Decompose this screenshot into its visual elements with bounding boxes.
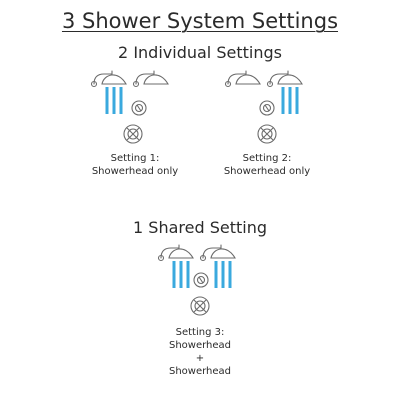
setting-1-caption: Setting 1: Showerhead only xyxy=(85,152,185,178)
left-showerhead-icon xyxy=(157,244,194,262)
page-title: 3 Shower System Settings xyxy=(61,9,339,33)
valve-handle-icon xyxy=(190,296,210,316)
left-showerhead-icon xyxy=(90,70,127,88)
setting-3-line-2: Showerhead xyxy=(168,366,232,377)
left-water-spray-icon xyxy=(172,261,190,288)
shared-setting-heading: 1 Shared Setting xyxy=(133,218,267,237)
setting-3-plus: + xyxy=(195,353,205,364)
individual-settings-heading: 2 Individual Settings xyxy=(118,43,282,62)
valve-handle-icon xyxy=(123,124,143,144)
setting-2-illustration xyxy=(224,70,303,144)
left-showerhead-icon xyxy=(224,70,261,88)
valve-handle-icon xyxy=(257,124,277,144)
setting-1-description: Showerhead only xyxy=(91,166,179,177)
setting-1-illustration xyxy=(90,70,169,144)
setting-2-label: Setting 2: xyxy=(242,153,292,164)
right-water-spray-icon xyxy=(214,261,232,288)
setting-2-caption: Setting 2: Showerhead only xyxy=(215,152,319,178)
setting-2-description: Showerhead only xyxy=(223,166,311,177)
setting-3-line-1: Showerhead xyxy=(168,340,232,351)
right-showerhead-icon xyxy=(132,70,169,88)
left-water-spray-icon xyxy=(105,87,123,114)
diverter-knob-icon xyxy=(131,100,147,116)
right-water-spray-icon xyxy=(281,87,299,114)
diverter-knob-icon xyxy=(259,100,275,116)
setting-3-illustration xyxy=(157,244,236,316)
setting-1-label: Setting 1: xyxy=(110,153,160,164)
diverter-knob-icon xyxy=(193,272,209,288)
right-showerhead-icon xyxy=(266,70,303,88)
right-showerhead-icon xyxy=(199,244,236,262)
setting-3-label: Setting 3: xyxy=(175,327,225,338)
setting-3-caption: Setting 3: Showerhead + Showerhead xyxy=(150,326,250,378)
